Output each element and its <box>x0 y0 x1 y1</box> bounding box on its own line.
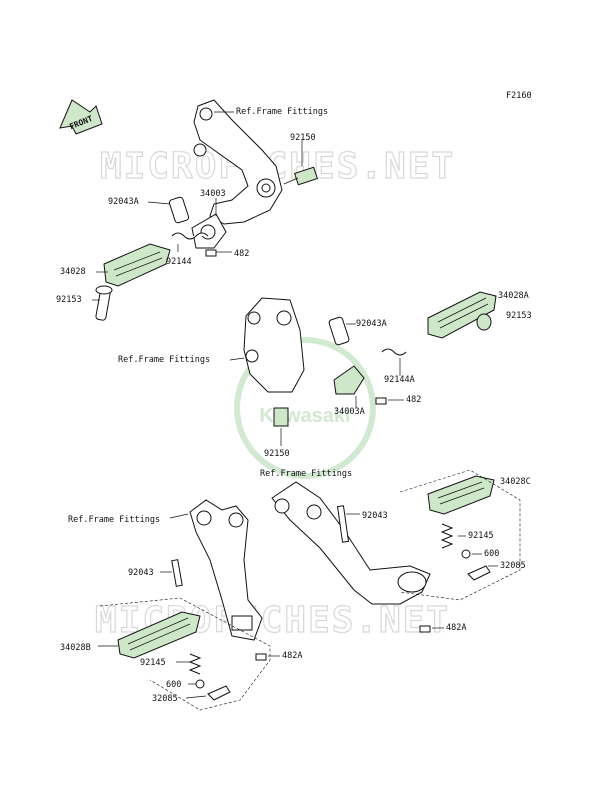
bl-step-bracket <box>189 499 263 641</box>
label-br-ref: Ref.Frame Fittings <box>260 469 352 479</box>
label-br-92043: 92043 <box>362 511 388 521</box>
bl-spring-92145 <box>188 653 202 675</box>
label-bl-600: 600 <box>166 680 181 690</box>
br-pin-92043 <box>336 505 350 543</box>
bl-ball-482a <box>255 653 267 661</box>
label-mid-ref: Ref.Frame Fittings <box>118 355 210 365</box>
bl-pin-92043 <box>171 559 183 587</box>
label-mid-34028a: 34028A <box>498 291 529 301</box>
br-plate-32085 <box>467 565 491 581</box>
label-mid-92043a: 92043A <box>356 319 387 329</box>
mid-bolt-92150 <box>273 407 289 427</box>
label-mid-92150: 92150 <box>264 449 290 459</box>
top-step-bracket <box>193 99 283 225</box>
mid-pin-92153 <box>476 313 492 331</box>
mid-footpeg-34028a <box>427 291 497 339</box>
figure-code: F2160 <box>506 91 532 101</box>
label-br-600: 600 <box>484 549 499 559</box>
label-br-92145: 92145 <box>468 531 494 541</box>
br-ball-482a <box>419 625 431 633</box>
br-footpeg-34028c <box>427 475 495 515</box>
label-tr-92153: 92153 <box>56 295 82 305</box>
bl-ball-600 <box>195 679 205 689</box>
label-mid-92153: 92153 <box>506 311 532 321</box>
label-br-32085: 32085 <box>500 561 526 571</box>
mid-pin-92043a <box>328 316 350 346</box>
label-bl-32085: 32085 <box>152 694 178 704</box>
label-mid-34003a: 34003A <box>334 407 365 417</box>
mid-spring-92144a <box>381 348 407 356</box>
br-spring-92145 <box>440 523 454 549</box>
bl-plate-32085 <box>207 685 231 701</box>
front-arrow-icon: FRONT <box>59 99 103 135</box>
top-pin-92043a <box>168 196 190 224</box>
bl-footpeg-34028b <box>117 611 201 659</box>
top-ball-482 <box>205 249 217 257</box>
top-pin-92153 <box>95 285 113 321</box>
label-bl-92043: 92043 <box>128 568 154 578</box>
label-br-34028c: 34028C <box>500 477 531 487</box>
mid-step-bracket <box>243 297 305 393</box>
label-tr-34028: 34028 <box>60 267 86 277</box>
label-tr-92043a: 92043A <box>108 197 139 207</box>
label-mid-92144a: 92144A <box>384 375 415 385</box>
mid-ball-482 <box>375 397 387 405</box>
top-bolt-92150 <box>283 166 318 186</box>
label-tr-92150: 92150 <box>290 133 316 143</box>
label-mid-482: 482 <box>406 395 421 405</box>
label-bl-ref: Ref.Frame Fittings <box>68 515 160 525</box>
top-footpeg-34028 <box>103 243 171 287</box>
label-tr-34003: 34003 <box>200 189 226 199</box>
label-bl-34028b: 34028B <box>60 643 91 653</box>
label-tr-ref: Ref.Frame Fittings <box>236 107 328 117</box>
br-step-bracket <box>271 481 431 605</box>
label-tr-92144: 92144 <box>166 257 192 267</box>
label-tr-482: 482 <box>234 249 249 259</box>
label-br-482a: 482A <box>446 623 466 633</box>
label-bl-482a: 482A <box>282 651 302 661</box>
mid-pivot-34003a <box>333 365 365 395</box>
label-bl-92145: 92145 <box>140 658 166 668</box>
top-spring-92144 <box>171 232 209 240</box>
br-ball-600 <box>461 549 471 559</box>
